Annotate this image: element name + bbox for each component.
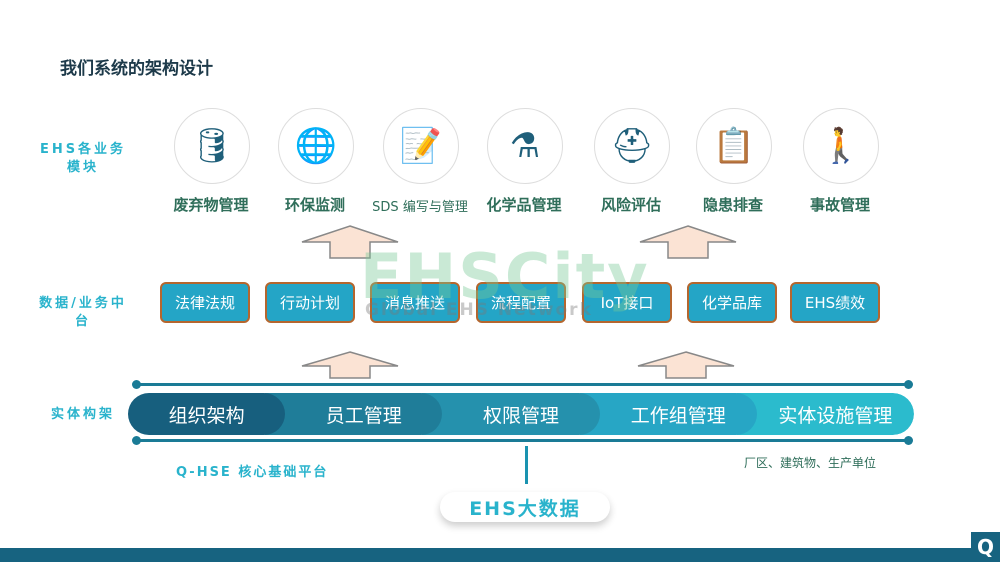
entity-segment[interactable]: 权限管理: [422, 393, 600, 435]
row-label-modules: EHS各业务模块: [39, 142, 127, 175]
page-title: 我们系统的架构设计: [60, 59, 213, 79]
up-arrow: [637, 351, 735, 379]
globe-document-icon[interactable]: 🌐: [278, 108, 354, 184]
line-dot: [904, 436, 913, 445]
connector-line: [525, 446, 528, 484]
footer-bar: [0, 548, 1000, 562]
slip-fall-icon[interactable]: 🚶: [803, 108, 879, 184]
slip-fall-icon-glyph: 🚶: [819, 126, 863, 166]
middle-module-button[interactable]: 流程配置: [476, 282, 566, 323]
module-label[interactable]: 化学品管理: [486, 196, 562, 214]
entity-bar: 组织架构员工管理权限管理工作组管理实体设施管理: [128, 393, 914, 435]
logo: Q: [971, 532, 1000, 562]
module-label[interactable]: 环保监测: [284, 196, 345, 214]
module-label[interactable]: 隐患排查: [702, 196, 763, 214]
up-arrow: [301, 225, 399, 259]
line-dot: [904, 380, 913, 389]
module-label[interactable]: 风险评估: [600, 196, 661, 214]
module-label[interactable]: 废弃物管理: [173, 196, 249, 214]
big-data-badge: EHS大数据: [440, 492, 610, 522]
middle-module-button[interactable]: EHS绩效: [790, 282, 880, 323]
platform-label: Q-HSE 核心基础平台: [176, 465, 329, 480]
row-label-middle: 数据/业务中台: [39, 296, 127, 329]
divider-top: [136, 383, 908, 386]
line-dot: [132, 380, 141, 389]
hardhat-warning-icon-glyph: ⛑: [610, 126, 654, 166]
up-arrow: [301, 351, 399, 379]
sds-document-icon[interactable]: 📝: [383, 108, 459, 184]
clipboard-check-icon[interactable]: 📋: [696, 108, 772, 184]
middle-module-button[interactable]: IoT接口: [582, 282, 672, 323]
entity-segment[interactable]: 员工管理: [265, 393, 443, 435]
module-label[interactable]: SDS 编写与管理: [372, 200, 468, 215]
sds-document-icon-glyph: 📝: [399, 126, 443, 166]
watermark-sub: Global EHS Network: [365, 300, 593, 320]
clipboard-check-icon-glyph: 📋: [712, 126, 756, 166]
watermark: EHSCity: [360, 240, 650, 313]
barrels-icon-glyph: 🛢: [190, 126, 234, 166]
flask-icon[interactable]: ⚗: [487, 108, 563, 184]
middle-module-button[interactable]: 消息推送: [370, 282, 460, 323]
facility-note: 厂区、建筑物、生产单位: [744, 456, 877, 470]
line-dot: [132, 436, 141, 445]
hardhat-warning-icon[interactable]: ⛑: [594, 108, 670, 184]
module-label[interactable]: 事故管理: [809, 196, 870, 214]
middle-module-button[interactable]: 行动计划: [265, 282, 355, 323]
barrels-icon[interactable]: 🛢: [174, 108, 250, 184]
middle-module-button[interactable]: 法律法规: [160, 282, 250, 323]
up-arrow: [639, 225, 737, 259]
flask-icon-glyph: ⚗: [509, 126, 541, 166]
divider-bottom: [136, 439, 908, 442]
row-label-entity: 实体构架: [50, 407, 115, 422]
entity-segment[interactable]: 工作组管理: [579, 393, 757, 435]
entity-segment[interactable]: 组织架构: [128, 393, 286, 435]
middle-module-button[interactable]: 化学品库: [687, 282, 777, 323]
entity-segment[interactable]: 实体设施管理: [736, 393, 914, 435]
globe-document-icon-glyph: 🌐: [294, 126, 338, 166]
